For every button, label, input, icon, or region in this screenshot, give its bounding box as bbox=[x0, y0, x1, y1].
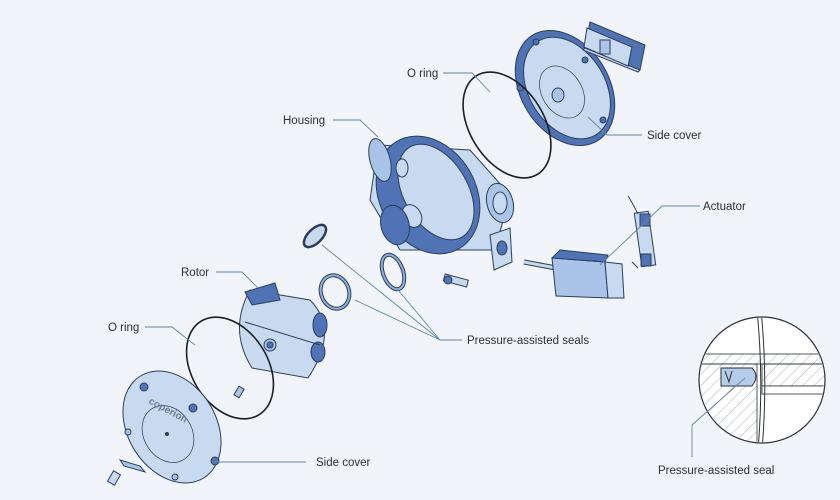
coupling bbox=[442, 273, 469, 288]
pin bbox=[233, 385, 245, 399]
label-o-ring-top: O ring bbox=[407, 68, 438, 80]
housing bbox=[368, 135, 515, 271]
seal-detail-magnifier bbox=[698, 316, 826, 444]
side-cover-top bbox=[514, 29, 616, 147]
side-cover-bottom: coperion bbox=[106, 370, 222, 486]
label-pressure-assisted-seal-detail: Pressure-assisted seal bbox=[658, 465, 774, 477]
label-housing: Housing bbox=[283, 115, 325, 127]
rotor bbox=[239, 282, 328, 379]
label-side-cover-bottom: Side cover bbox=[316, 457, 371, 469]
label-side-cover-top: Side cover bbox=[647, 130, 702, 142]
pressure-assisted-seals-parts bbox=[302, 223, 407, 311]
positioner-box bbox=[582, 21, 646, 73]
actuator bbox=[523, 195, 657, 299]
leader-lines bbox=[145, 72, 746, 463]
label-pressure-assisted-seals: Pressure-assisted seals bbox=[467, 335, 589, 347]
o-ring-top bbox=[462, 71, 552, 179]
o-ring-bottom bbox=[185, 316, 275, 420]
label-rotor: Rotor bbox=[181, 267, 209, 279]
label-actuator: Actuator bbox=[703, 201, 746, 213]
label-o-ring-bottom: O ring bbox=[108, 322, 139, 334]
